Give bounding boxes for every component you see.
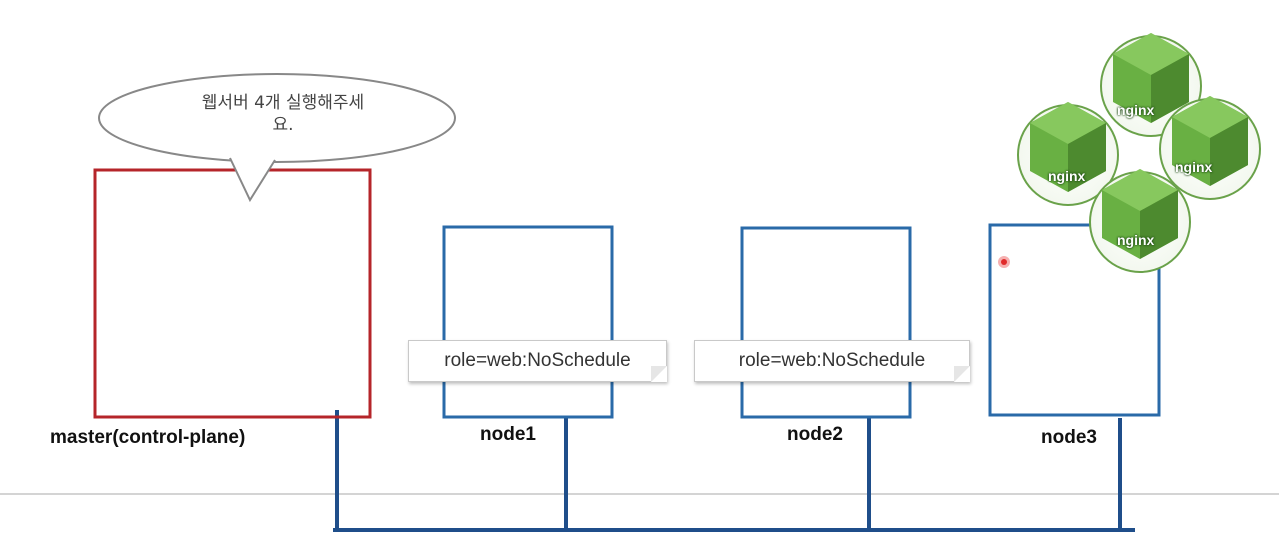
node2-taint: role=web:NoSchedule [694, 340, 970, 382]
nginx-pod-2-label: nginx [1175, 159, 1213, 175]
node1-box [442, 225, 614, 419]
node3-label: node3 [1041, 427, 1097, 448]
node1-taint-text: role=web:NoSchedule [444, 350, 631, 371]
node1-taint: role=web:NoSchedule [408, 340, 667, 382]
master-node-box [93, 168, 372, 419]
cursor-dot [998, 256, 1010, 268]
speech-bubble [98, 73, 456, 203]
node3-box [988, 223, 1161, 417]
nginx-pod-3-label: nginx [1048, 168, 1086, 184]
nginx-pod-1-label: nginx [1117, 102, 1155, 118]
nginx-pod-4-label: nginx [1117, 232, 1155, 248]
node2-label: node2 [787, 424, 843, 445]
speech-bubble-text: 웹서버 4개 실행해주세 요. [148, 92, 418, 136]
node2-taint-text: role=web:NoSchedule [738, 350, 926, 371]
master-node-label: master(control-plane) [50, 427, 246, 448]
nginx-pod-3 [1017, 102, 1119, 206]
node1-label: node1 [480, 424, 536, 445]
network-bus [333, 410, 1135, 532]
speech-bubble-line: 웹서버 4개 실행해주세 요. [201, 93, 365, 135]
nginx-pod-2 [1159, 96, 1261, 200]
nginx-pod-4 [1089, 169, 1191, 273]
node2-box [740, 226, 912, 419]
